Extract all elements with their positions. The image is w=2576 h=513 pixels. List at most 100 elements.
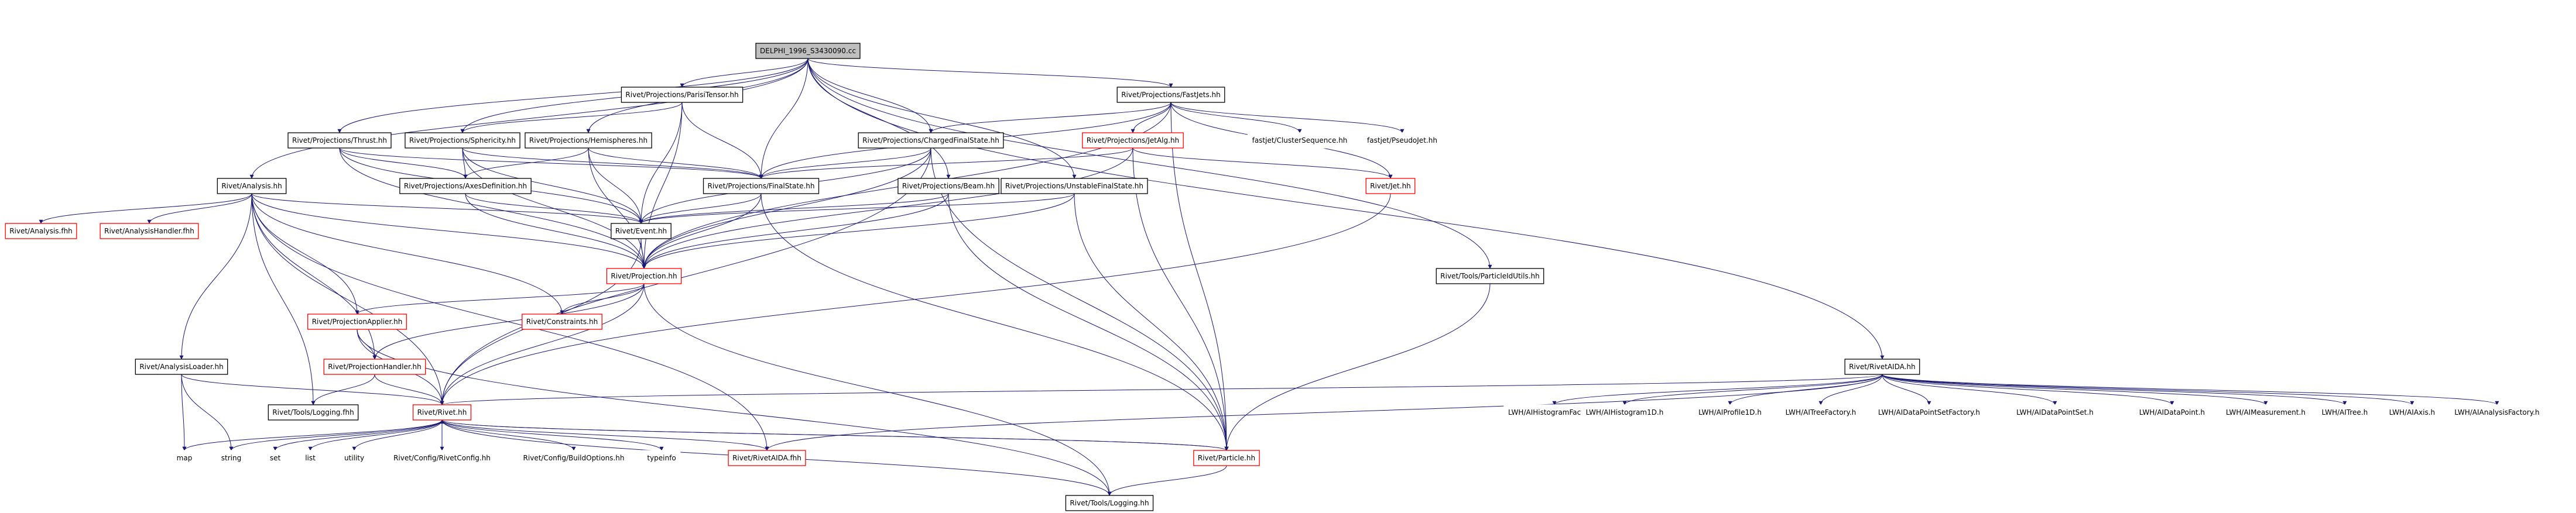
node-box [518, 450, 629, 466]
node-unstablefs[interactable]: Rivet/Projections/UnstableFinalState.hh [1001, 178, 1148, 194]
edge-rivetaida-to-ihistfactory [1552, 374, 1883, 405]
node-label: Rivet/Event.hh [615, 227, 667, 235]
node-beam[interactable]: Rivet/Projections/Beam.hh [898, 178, 999, 194]
node-analysisloader[interactable]: Rivet/AnalysisLoader.hh [135, 359, 228, 375]
node-label: LWH/AIMeasurement.h [2226, 408, 2306, 416]
node-label: Rivet/Projections/JetAlg.hh [1087, 136, 1179, 144]
node-buildoptions[interactable]: Rivet/Config/BuildOptions.hh [518, 450, 629, 466]
node-fastjets[interactable]: Rivet/Projections/FastJets.hh [1116, 87, 1225, 103]
node-itree[interactable]: LWH/AITree.h [2317, 404, 2372, 421]
node-rivetaida[interactable]: Rivet/RivetAIDA.hh [1844, 359, 1920, 375]
node-chargedfs[interactable]: Rivet/Projections/ChargedFinalState.hh [858, 132, 1004, 149]
node-particleidutils[interactable]: Rivet/Tools/ParticleIdUtils.hh [1436, 268, 1544, 284]
node-label: typeinfo [647, 454, 676, 462]
edge-finalstate-to-projection [642, 193, 762, 269]
node-box [898, 178, 999, 194]
node-root[interactable]: DELPHI_1996_S3430090.cc [755, 43, 861, 59]
node-finalstate[interactable]: Rivet/Projections/FinalState.hh [703, 178, 820, 194]
node-set[interactable]: set [265, 450, 285, 466]
edge-hemispheres-to-axesdef [463, 147, 589, 179]
node-iaxis[interactable]: LWH/AIAxis.h [2385, 404, 2440, 421]
edge-rivetaida-to-iprofile1d [1728, 374, 1883, 405]
node-label: Rivet/Tools/ParticleIdUtils.hh [1440, 272, 1539, 280]
node-sphericity[interactable]: Rivet/Projections/Sphericity.hh [405, 132, 520, 149]
node-event[interactable]: Rivet/Event.hh [611, 223, 672, 239]
node-idps[interactable]: LWH/AIDataPointSet.h [2012, 404, 2098, 421]
node-box [1780, 404, 1861, 421]
node-label: Rivet/Projections/FinalState.hh [708, 182, 815, 190]
edge-hemispheres-to-event [588, 147, 643, 224]
edge-chargedfs-to-finalstate [759, 147, 931, 179]
node-logginghh[interactable]: Rivet/Tools/Logging.hh [1065, 495, 1154, 511]
node-projection[interactable]: Rivet/Projection.hh [606, 268, 682, 284]
node-label: LWH/AITreeFactory.h [1786, 408, 1856, 416]
node-pseudojet[interactable]: fastjet/PseudoJet.hh [1362, 132, 1442, 149]
node-ianafactory[interactable]: LWH/AIAnalysisFactory.h [2450, 404, 2544, 421]
node-particle[interactable]: Rivet/Particle.hh [1193, 450, 1260, 466]
node-box [399, 178, 532, 194]
node-label: Rivet/Projections/Sphericity.hh [409, 136, 516, 144]
node-label: utility [344, 454, 364, 462]
node-thrust[interactable]: Rivet/Projections/Thrust.hh [287, 132, 392, 149]
edge-root-to-thrust [337, 58, 809, 133]
node-analysisfhh[interactable]: Rivet/Analysis.fhh [5, 223, 77, 239]
node-label: LWH/AIDataPointSetFactory.h [1878, 408, 1980, 416]
node-box [611, 223, 672, 239]
edge-analysis-to-projection [251, 193, 646, 269]
edge-rivetaida-to-ihist1d [1622, 374, 1883, 405]
node-typeinfo[interactable]: typeinfo [642, 450, 681, 466]
node-label: set [270, 454, 281, 462]
edge-analysis-to-rivet [251, 193, 444, 405]
node-analysishandlerfhh[interactable]: Rivet/AnalysisHandler.fhh [100, 223, 199, 239]
node-jetalg[interactable]: Rivet/Projections/JetAlg.hh [1082, 132, 1184, 149]
node-label: Rivet/Rivet.hh [417, 408, 467, 416]
node-box [412, 404, 472, 421]
edge-unstablefs-to-event [639, 193, 1075, 224]
node-rivetconfig[interactable]: Rivet/Config/RivetConfig.hh [389, 450, 495, 466]
edge-axesdef-to-projection [465, 193, 646, 269]
edge-rivet-to-typeinfo [441, 419, 664, 451]
node-map[interactable]: map [172, 450, 197, 466]
node-string[interactable]: string [217, 450, 246, 466]
edge-particle-to-rivet [440, 419, 1227, 451]
edge-rivetaida-to-rivet [440, 374, 1883, 405]
edges [39, 58, 2499, 496]
edge-projection-to-rivet [440, 283, 645, 405]
edge-rivet-to-utility [352, 419, 443, 451]
node-label: Rivet/Config/RivetConfig.hh [393, 454, 491, 462]
edge-fastjets-to-jetalg [1131, 102, 1171, 133]
node-clusterseq[interactable]: fastjet/ClusterSequence.hh [1247, 132, 1352, 149]
node-imeas[interactable]: LWH/AIMeasurement.h [2221, 404, 2310, 421]
node-axesdef[interactable]: Rivet/Projections/AxesDefinition.hh [399, 178, 532, 194]
node-jet[interactable]: Rivet/Jet.hh [1365, 178, 1416, 194]
node-idp[interactable]: LWH/AIDataPoint.h [2135, 404, 2210, 421]
node-list[interactable]: list [300, 450, 320, 466]
node-constraints[interactable]: Rivet/Constraints.hh [522, 314, 602, 330]
node-label: Rivet/AnalysisHandler.fhh [104, 227, 194, 235]
node-label: map [177, 454, 193, 462]
edge-fastjets-to-chargedfs [929, 102, 1171, 133]
node-iprofile1d[interactable]: LWH/AIProfile1D.h [1694, 404, 1766, 421]
node-hemispheres[interactable]: Rivet/Projections/Hemispheres.hh [525, 132, 652, 149]
node-label: LWH/AIAnalysisFactory.h [2454, 408, 2539, 416]
node-box [307, 314, 407, 330]
node-utility[interactable]: utility [340, 450, 369, 466]
node-projhandler[interactable]: Rivet/ProjectionHandler.hh [323, 359, 426, 375]
node-label: Rivet/RivetAIDA.hh [1849, 363, 1916, 371]
node-ihist1d[interactable]: LWH/AIHistogram1D.h [1581, 404, 1669, 421]
node-projapplier[interactable]: Rivet/ProjectionApplier.hh [307, 314, 407, 330]
node-box [1082, 132, 1184, 149]
edge-rivet-to-set [273, 419, 443, 451]
edge-root-to-finalstate [759, 58, 809, 179]
node-idpsfactory[interactable]: LWH/AIDataPointSetFactory.h [1873, 404, 1985, 421]
edge-rivet-to-map [182, 419, 443, 451]
node-rivetaidafhh[interactable]: Rivet/RivetAIDA.fhh [728, 450, 806, 466]
node-analysis[interactable]: Rivet/Analysis.hh [217, 178, 287, 194]
node-box [268, 404, 359, 421]
node-box [265, 450, 285, 466]
node-rivet[interactable]: Rivet/Rivet.hh [412, 404, 472, 421]
node-pariso[interactable]: Rivet/Projections/ParisiTensor.hh [621, 87, 744, 103]
node-itreefactory[interactable]: LWH/AITreeFactory.h [1780, 404, 1861, 421]
node-loggingfhh[interactable]: Rivet/Tools/Logging.fhh [268, 404, 359, 421]
node-label: LWH/AIDataPoint.h [2139, 408, 2205, 416]
